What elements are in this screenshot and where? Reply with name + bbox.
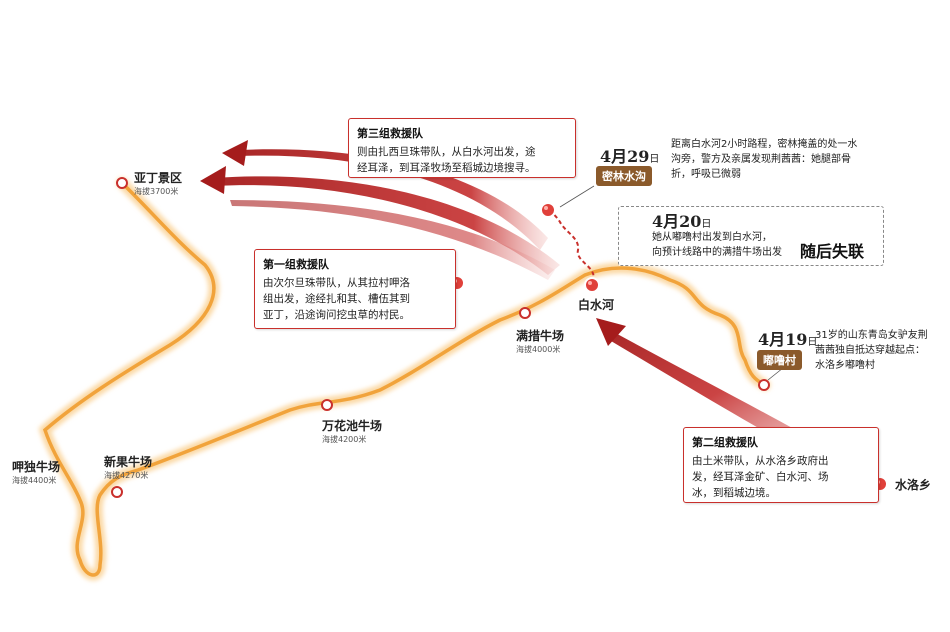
team3-line: 经耳泽，到耳泽牧场至稻城边境搜寻。	[357, 162, 536, 174]
place-altitude: 海拔4200米	[322, 435, 367, 444]
label-xinguo: 新果牛场 海拔4270米	[104, 453, 152, 481]
team2-line: 冰，到稻城边境。	[692, 487, 776, 499]
team2-box: 第二组救援队 由土米带队，从水洛乡政府出 发，经耳泽金矿、白水河、场 冰，到稻城…	[683, 427, 879, 503]
note-line: 距离白水河2小时路程，密林掩盖的处一水	[671, 139, 858, 150]
note-apr29: 距离白水河2小时路程，密林掩盖的处一水 沟旁，警方及亲属发现荆茜茜：她腿部骨 折…	[671, 137, 857, 182]
note-apr20: 她从嘟噜村出发到白水河， 向预计线路中的满措牛场出发	[652, 230, 782, 260]
date-month: 4月	[758, 330, 786, 349]
team1-title: 第一组救援队	[263, 258, 329, 271]
marker-yading[interactable]	[116, 177, 128, 189]
place-name: 亚丁景区	[134, 171, 183, 185]
leader-apr19	[767, 367, 784, 381]
team1-box: 第一组救援队 由次尔旦珠带队，从其拉村呷洛 组出发，途经扎和其、槽伍其到 亚丁，…	[254, 249, 456, 329]
note-apr19: 31岁的山东青岛女驴友荆 茜茜独自抵达穿越起点： 水洛乡嘟噜村	[815, 328, 928, 373]
label-mancuo: 满措牛场 海拔4000米	[516, 327, 564, 355]
marker-milin[interactable]	[540, 202, 556, 218]
note-line: 折，呼吸已微弱	[671, 169, 741, 180]
route-line	[38, 177, 771, 581]
date-unit: 日	[701, 219, 712, 230]
team3-line: 则由扎西旦珠带队，从白水河出发，途	[357, 146, 536, 158]
team1-line: 组出发，途经扎和其、槽伍其到	[263, 293, 410, 305]
note-line: 水洛乡嘟噜村	[815, 360, 875, 371]
date-month: 4月	[652, 212, 680, 231]
place-name: 呷独牛场	[12, 460, 61, 474]
place-altitude: 海拔4000米	[516, 345, 561, 354]
team3-title: 第三组救援队	[357, 127, 423, 140]
team2-line: 由土米带队，从水洛乡政府出	[692, 455, 829, 467]
place-altitude: 海拔4270米	[104, 471, 149, 480]
place-name: 万花池牛场	[322, 419, 383, 433]
leader-apr29	[559, 185, 595, 208]
team2-line: 发，经耳泽金矿、白水河、场	[692, 471, 829, 483]
date-day: 29	[627, 147, 650, 166]
label-shuiluo: 水洛乡	[895, 478, 932, 492]
team1-line: 亚丁，沿途询问挖虫草的村民。	[263, 309, 410, 321]
marker-xinguo[interactable]	[111, 486, 123, 498]
note-line: 茜茜独自抵达穿越起点：	[815, 345, 925, 356]
team1-line: 由次尔旦珠带队，从其拉村呷洛	[263, 277, 410, 289]
date-apr20: 4月20日	[652, 208, 711, 232]
place-name: 新果牛场	[104, 455, 153, 469]
highlight-lost: 随后失联	[800, 242, 865, 261]
marker-baishuihe-shine	[588, 281, 592, 285]
team1-arrow	[200, 166, 560, 280]
note-line: 她从嘟噜村出发到白水河，	[652, 232, 772, 243]
label-wanhuachi: 万花池牛场 海拔4200米	[322, 417, 382, 445]
date-day: 19	[785, 330, 808, 349]
marker-dulu[interactable]	[758, 379, 770, 391]
marker-baishuihe[interactable]	[584, 277, 600, 293]
team2-title: 第二组救援队	[692, 436, 758, 449]
tag-milin: 密林水沟	[596, 166, 652, 186]
tag-dulu: 嘟噜村	[757, 350, 802, 370]
date-apr29: 4月29日	[600, 143, 659, 167]
date-unit: 日	[649, 154, 660, 165]
note-line: 沟旁，警方及亲属发现荆茜茜：她腿部骨	[671, 154, 851, 165]
place-altitude: 海拔4400米	[12, 476, 57, 485]
team3-box: 第三组救援队 则由扎西旦珠带队，从白水河出发，途 经耳泽，到耳泽牧场至稻城边境搜…	[348, 118, 576, 178]
date-apr19: 4月19日	[758, 326, 817, 350]
label-baishuihe: 白水河	[578, 298, 615, 312]
date-day: 20	[679, 212, 702, 231]
apr20-box	[618, 206, 884, 266]
note-line: 向预计线路中的满措牛场出发	[652, 247, 782, 258]
date-month: 4月	[600, 147, 628, 166]
date-unit: 日	[807, 337, 818, 348]
place-name: 满措牛场	[516, 329, 565, 343]
place-altitude: 海拔3700米	[134, 187, 179, 196]
label-huduo: 呷独牛场 海拔4400米	[12, 458, 60, 486]
marker-wanhuachi[interactable]	[321, 399, 333, 411]
marker-mancuo[interactable]	[519, 307, 531, 319]
marker-milin-shine	[544, 206, 548, 210]
note-line: 31岁的山东青岛女驴友荆	[815, 330, 928, 341]
label-yading: 亚丁景区 海拔3700米	[134, 169, 182, 197]
